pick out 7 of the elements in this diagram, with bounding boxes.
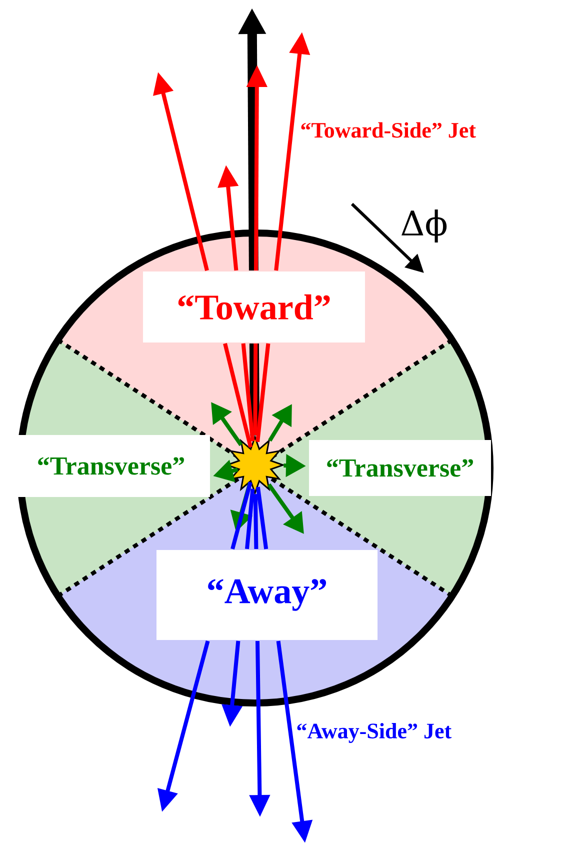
sector-label: “Transverse” (309, 440, 491, 496)
angle-label: Δϕ (402, 210, 447, 242)
sector-label: “Away” (156, 550, 378, 640)
sector-label: “Toward” (143, 272, 365, 342)
jet-label: “Toward-Side” Jet (301, 122, 476, 138)
sector-label: “Transverse” (12, 435, 210, 497)
jet-label: “Away-Side” Jet (297, 723, 452, 743)
